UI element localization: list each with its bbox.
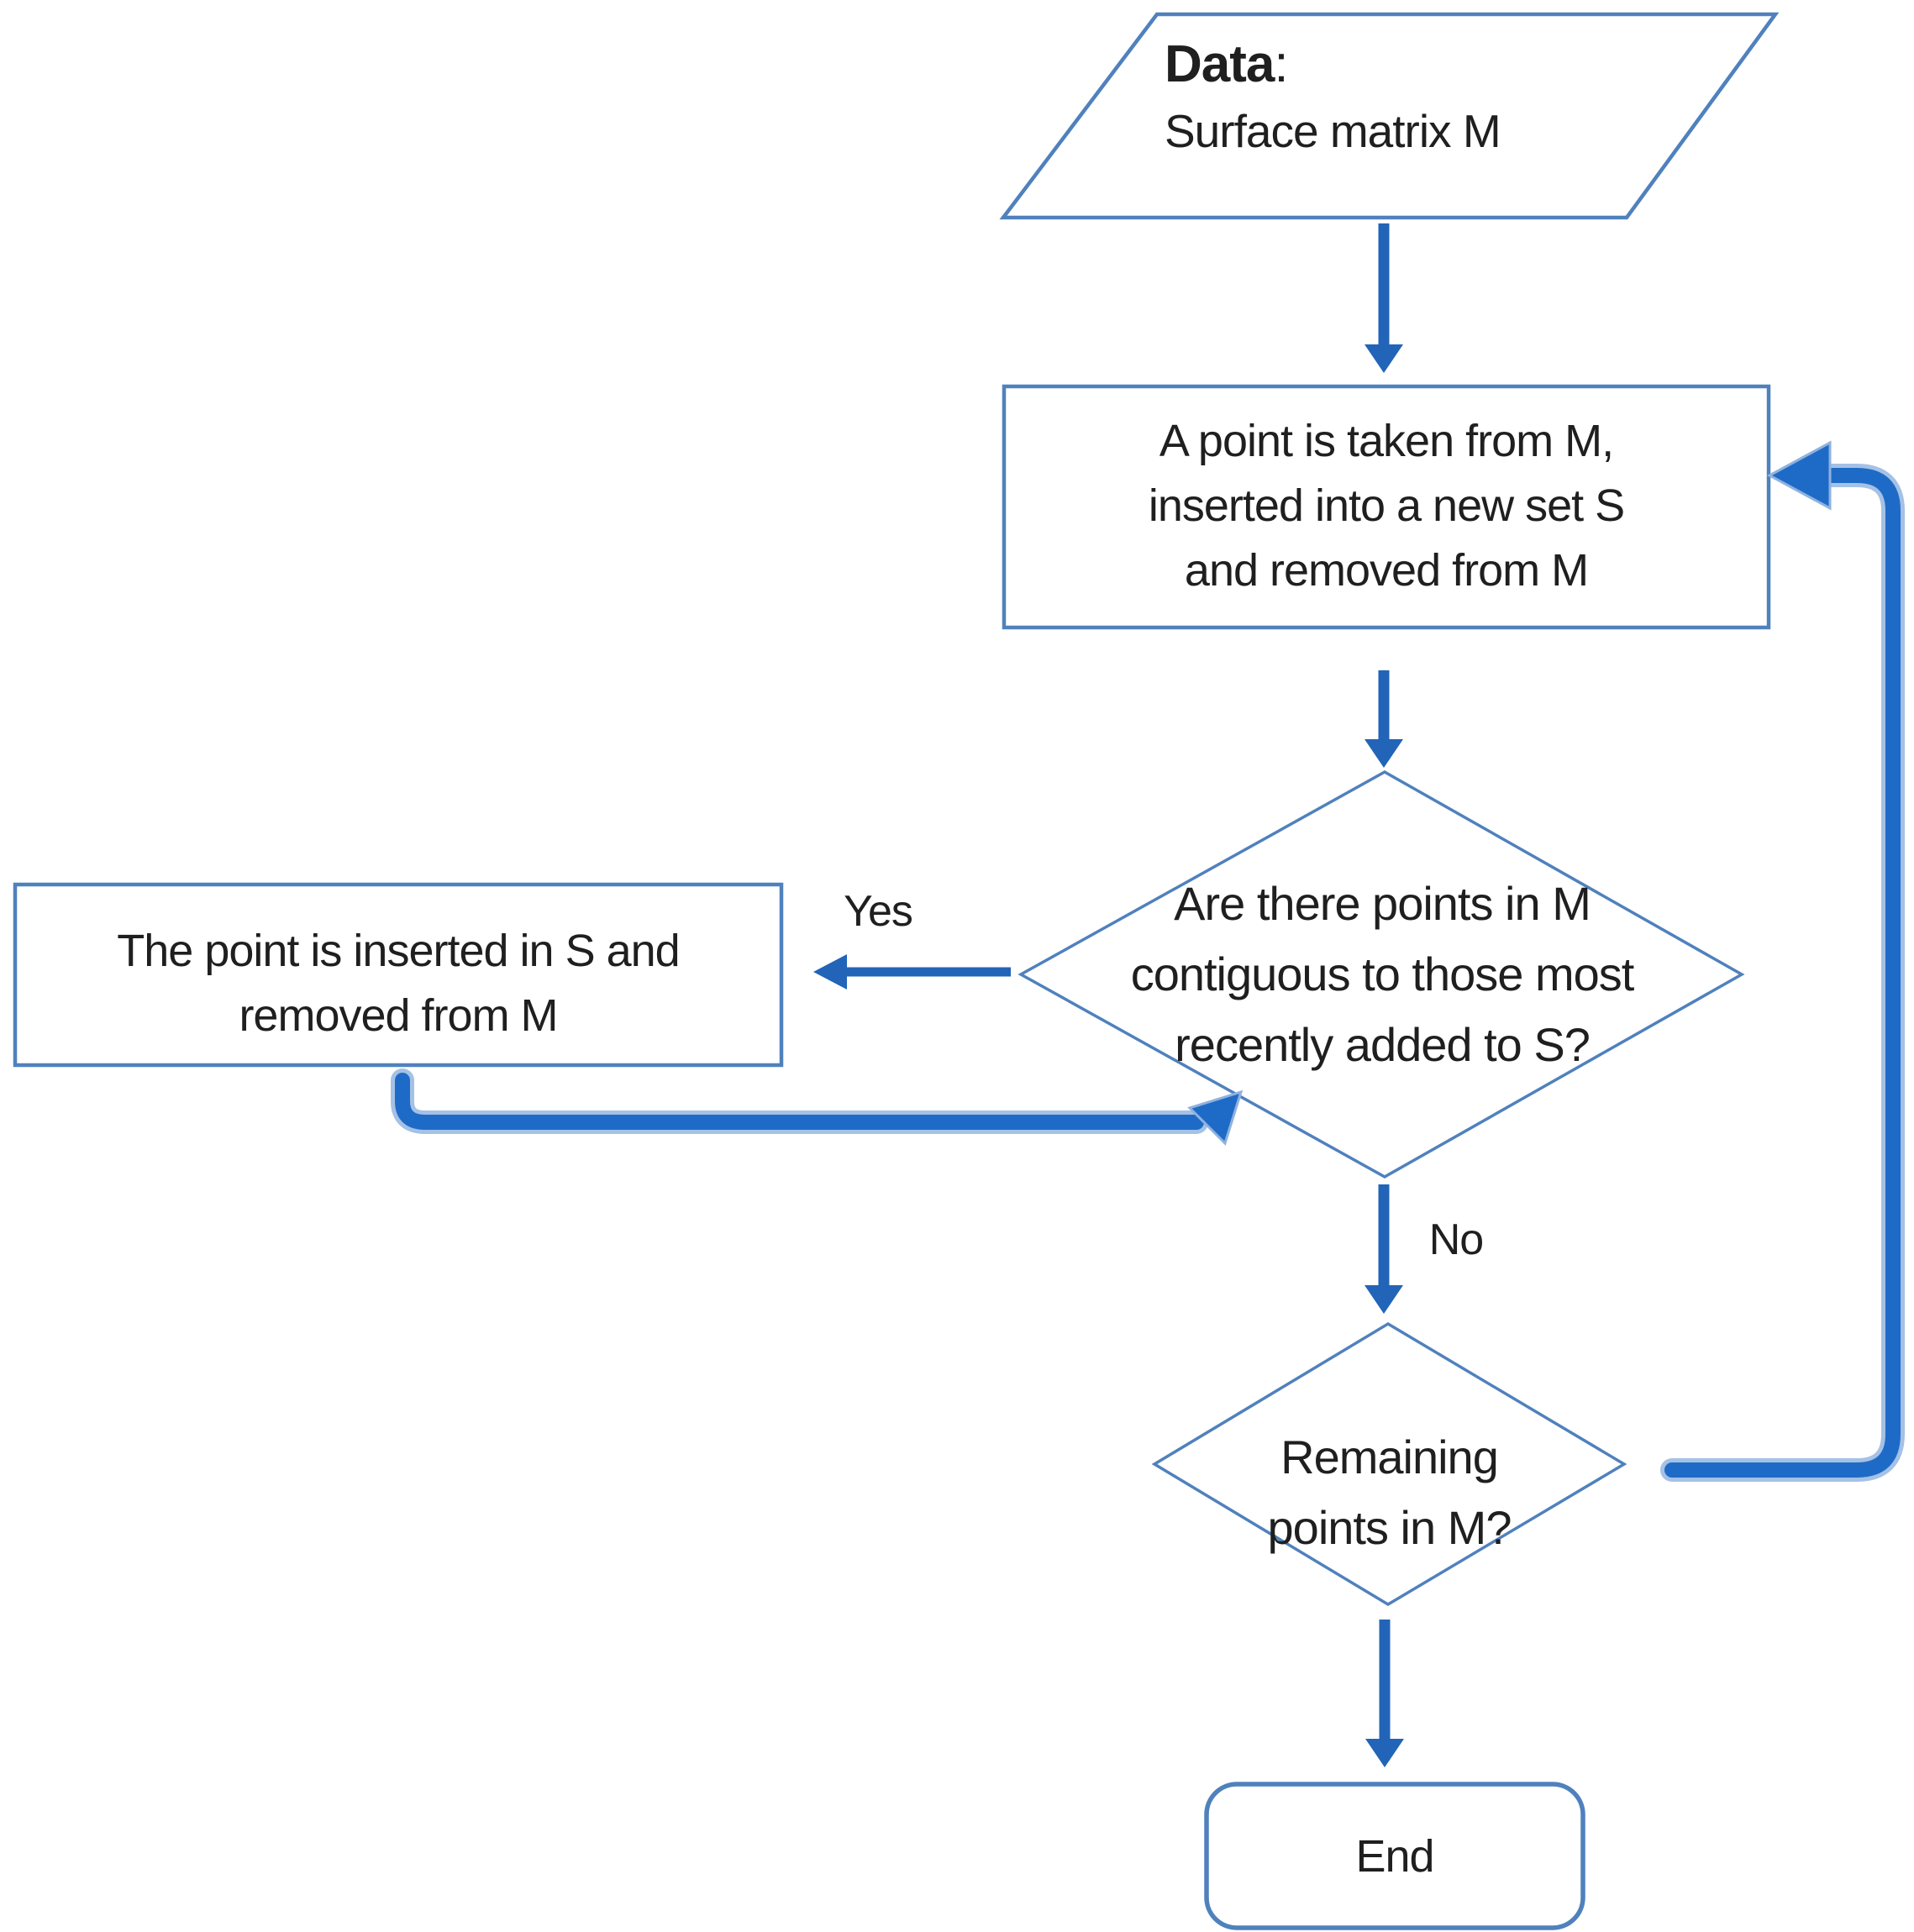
loop-remaining-to-take-arrow (1660, 464, 1905, 1482)
data-input-shape (999, 12, 1780, 220)
data-input-title: Data: (1165, 35, 1289, 93)
arrow-no (1365, 1184, 1403, 1314)
insert-point-text: The point is inserted in S and removed f… (117, 926, 680, 1041)
data-input-text: Data: Surface matrix M (1165, 29, 1501, 161)
arrow-data-to-take (1365, 223, 1403, 373)
contiguous-decision-text: Are there points in M contiguous to thos… (1130, 877, 1635, 1071)
loop-remaining-arrowhead-icon (1766, 440, 1832, 511)
end-label: End (1355, 1830, 1434, 1882)
arrow-yes (813, 954, 1011, 990)
take-point-shape (1002, 384, 1771, 630)
end-shape (1204, 1782, 1585, 1930)
take-point-text: A point is taken from M, inserted into a… (1148, 416, 1625, 596)
contiguous-decision-shape (1017, 769, 1745, 1179)
no-label: No (1428, 1215, 1484, 1264)
loop-insert-arrowhead-icon (1187, 1089, 1244, 1146)
data-input-subtitle: Surface matrix M (1165, 105, 1501, 157)
yes-label: Yes (844, 887, 913, 936)
insert-point-shape (13, 882, 784, 1068)
remaining-decision-text: Remaining points in M? (1267, 1431, 1512, 1554)
arrow-remaining-to-end (1365, 1620, 1404, 1767)
loop-insert-to-decision-arrow (391, 1068, 1208, 1134)
arrow-take-to-decision (1365, 670, 1403, 768)
remaining-decision-shape (1151, 1321, 1627, 1607)
